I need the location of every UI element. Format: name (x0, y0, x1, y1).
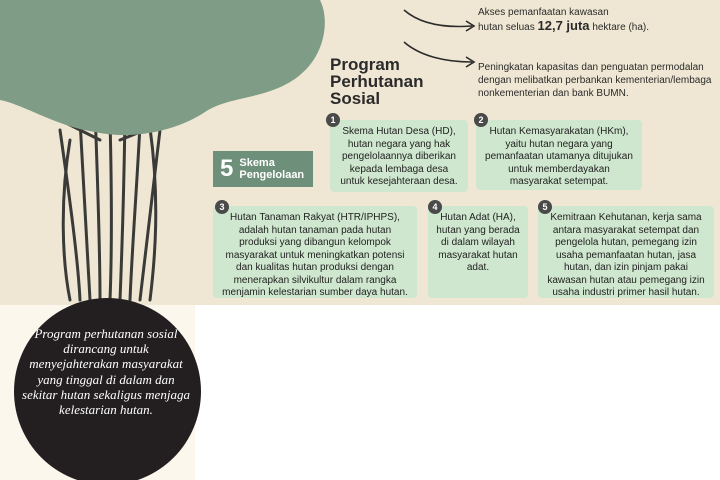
area-value: 12,7 juta (537, 18, 590, 33)
title-line: Perhutanan (330, 72, 424, 91)
skema-label: Skema (239, 157, 275, 169)
scheme-card-text: Hutan Tanaman Rakyat (HTR/IPHPS), adalah… (222, 212, 408, 298)
access-note: Akses pemanfaatan kawasan hutan seluas 1… (478, 6, 649, 34)
scheme-card-2: Hutan Kemasyarakatan (HKm), yaitu hutan … (476, 120, 642, 190)
tree-illustration (0, 0, 325, 302)
scheme-number-badge: 4 (428, 200, 442, 214)
scheme-number-badge: 2 (474, 113, 488, 127)
access-note-line: Akses pemanfaatan kawasan (478, 7, 609, 18)
title-line: Sosial (330, 89, 381, 108)
scheme-card-4: Hutan Adat (HA), hutan yang berada di da… (428, 206, 528, 298)
skema-number: 5 (220, 155, 234, 182)
scheme-card-text: Skema Hutan Desa (HD), hutan negara yang… (340, 126, 458, 187)
scheme-card-5: Kemitraan Kehutanan, kerja sama antara m… (538, 206, 714, 298)
scheme-card-1: Skema Hutan Desa (HD), hutan negara yang… (330, 120, 468, 192)
skema-label: Pengelolaan (239, 169, 305, 181)
arrow-icon (403, 9, 476, 32)
summary-text: Program perhutanan sosial dirancang untu… (22, 326, 190, 418)
capacity-note: Peningkatan kapasitas dan penguatan perm… (478, 62, 712, 99)
scheme-card-text: Kemitraan Kehutanan, kerja sama antara m… (547, 212, 705, 298)
arrow-icon (403, 41, 476, 68)
scheme-number-badge: 5 (538, 200, 552, 214)
scheme-number-badge: 3 (215, 200, 229, 214)
scheme-number-badge: 1 (326, 113, 340, 127)
summary-circle (14, 298, 201, 480)
scheme-card-3: Hutan Tanaman Rakyat (HTR/IPHPS), adalah… (213, 206, 417, 298)
access-note-text: hutan seluas (478, 22, 535, 33)
scheme-card-text: Hutan Adat (HA), hutan yang berada di da… (436, 212, 520, 273)
access-note-text: hektare (ha). (592, 22, 650, 33)
title-line: Program (330, 55, 400, 74)
background-bottom (195, 305, 720, 480)
scheme-card-text: Hutan Kemasyarakatan (HKm), yaitu hutan … (485, 126, 633, 187)
program-title: Program Perhutanan Sosial (330, 56, 424, 107)
